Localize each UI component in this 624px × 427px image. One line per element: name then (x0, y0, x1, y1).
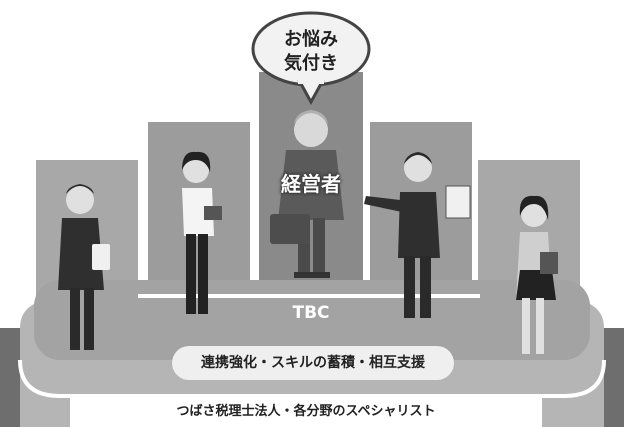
folder (540, 252, 558, 274)
footer-label: つばさ税理士法人・各分野のスペシャリスト (70, 398, 542, 427)
platform-line (138, 294, 480, 298)
person-right-outer (516, 195, 558, 354)
pill-label: 連携強化・スキルの蓄積・相互支援 (172, 346, 454, 380)
tbc-label: TBC (292, 303, 330, 323)
clipboard-right (445, 185, 471, 219)
tablet (92, 244, 110, 270)
person-left-outer (58, 184, 110, 350)
base-platform (34, 280, 590, 360)
floor-curve (18, 359, 606, 398)
briefcase (270, 214, 310, 244)
bubble-text: お悩み 気付き (262, 28, 360, 76)
bubble-line-2: 気付き (284, 53, 338, 74)
speech-bubble (251, 11, 371, 106)
person-left-inner (182, 151, 222, 314)
clipboard (204, 206, 222, 220)
bubble-line-1: お悩み (284, 29, 338, 50)
person-right-inner (364, 152, 471, 318)
ceo-label: 経営者 (281, 172, 341, 196)
ceo-figure (270, 110, 344, 278)
